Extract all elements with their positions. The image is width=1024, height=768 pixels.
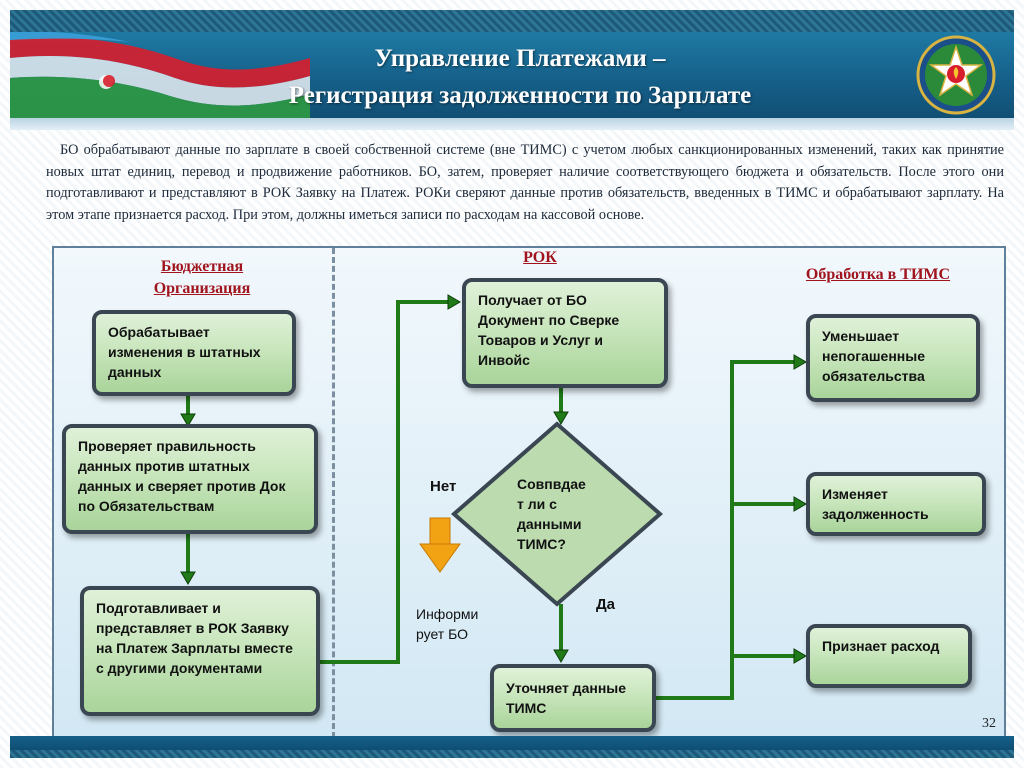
- step-receive-documents: Получает от БО Документ по Сверке Товаро…: [462, 278, 668, 388]
- step-update-tims-text: Уточняет данные ТИМС: [506, 680, 627, 716]
- column-title-budget-org: Бюджетная Организация: [120, 256, 284, 300]
- flag-icon: [10, 32, 310, 118]
- decision-line-1: Совпвдае: [517, 476, 586, 492]
- column-title-tims: Обработка в ТИМС: [805, 266, 951, 283]
- budget-org-line-2: Организация: [153, 280, 251, 297]
- step-change-debt-text: Изменяет задолженность: [822, 486, 929, 522]
- top-decor-bar: [10, 10, 1014, 32]
- decision-line-4: ТИМС?: [517, 536, 566, 552]
- step-verify-data: Проверяет правильность данных против шта…: [62, 424, 318, 534]
- column-divider: [332, 248, 335, 738]
- intro-text: БО обрабатывают данные по зарплате в сво…: [46, 142, 1004, 223]
- title-line-1: Управление Платежами –: [374, 45, 666, 72]
- header-underline: [10, 118, 1014, 130]
- decision-text: Совпвдае т ли с данными ТИМС?: [517, 474, 601, 554]
- informs-line-1: Информи: [416, 606, 479, 622]
- title-line-2: Регистрация задолженности по Зарплате: [288, 82, 752, 109]
- step-reduce-obligations: Уменьшает непогашенные обязательства: [806, 314, 980, 402]
- label-yes: Да: [596, 596, 616, 613]
- intro-paragraph: БО обрабатывают данные по зарплате в сво…: [46, 140, 1004, 226]
- national-emblem-icon: [916, 35, 996, 115]
- step-recognize-expense: Признает расход: [806, 624, 972, 688]
- informs-line-2: рует БО: [416, 626, 469, 642]
- page-title: Управление Платежами – Регистрация задол…: [240, 40, 800, 114]
- step-prepare-request-text: Подготавливает и представляет в РОК Заяв…: [96, 600, 293, 676]
- step-verify-data-text: Проверяет правильность данных против шта…: [78, 438, 286, 514]
- step-update-tims: Уточняет данные ТИМС: [490, 664, 656, 732]
- step-reduce-obligations-text: Уменьшает непогашенные обязательства: [822, 328, 925, 384]
- step-change-debt: Изменяет задолженность: [806, 472, 986, 536]
- step-prepare-request: Подготавливает и представляет в РОК Заяв…: [80, 586, 320, 716]
- page-number: 32: [982, 716, 996, 731]
- decision-line-2: т ли с: [517, 496, 557, 512]
- budget-org-line-1: Бюджетная: [160, 258, 244, 275]
- step-process-staff-changes: Обрабатывает изменения в штатных данных: [92, 310, 296, 396]
- step-receive-documents-text: Получает от БО Документ по Сверке Товаро…: [478, 292, 620, 368]
- step-recognize-expense-text: Признает расход: [822, 638, 940, 654]
- decision-line-3: данными: [517, 516, 582, 532]
- label-informs-bo: Информи рует БО: [416, 604, 478, 644]
- bottom-decor-bar: [10, 736, 1014, 750]
- step-process-staff-changes-text: Обрабатывает изменения в штатных данных: [108, 324, 261, 380]
- bottom-decor-stripe: [10, 750, 1014, 758]
- header-banner: Управление Платежами – Регистрация задол…: [10, 32, 1014, 118]
- column-title-rok: РОК: [523, 249, 557, 266]
- label-no: Нет: [430, 478, 457, 495]
